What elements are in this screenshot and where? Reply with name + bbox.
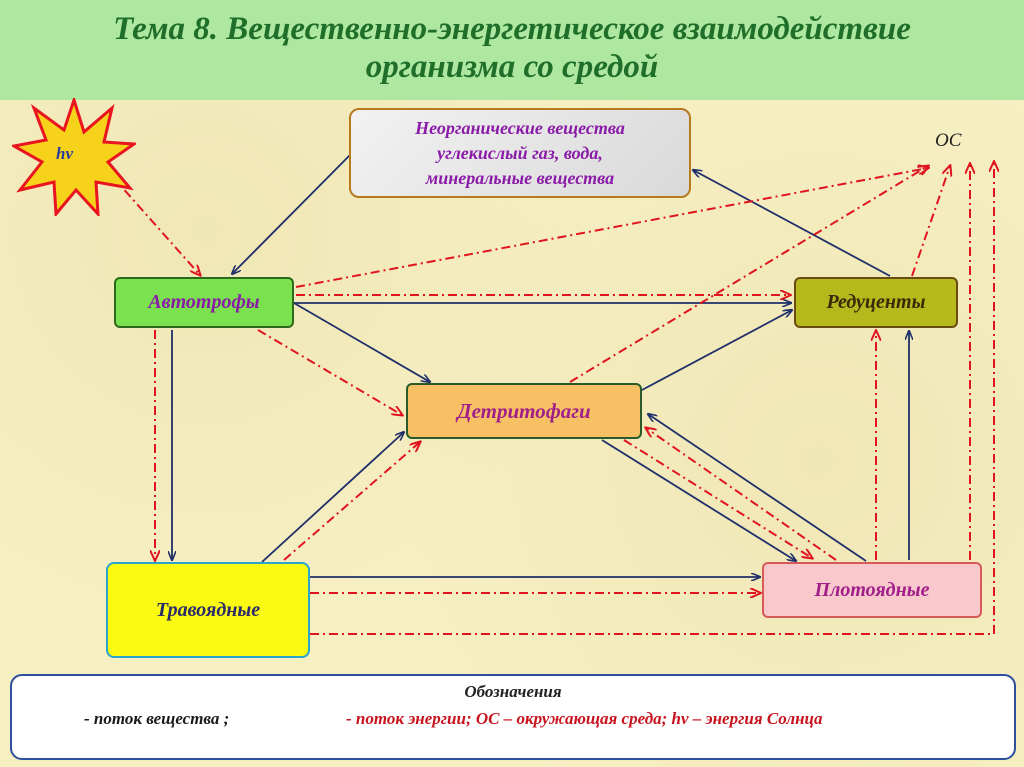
substance-flows xyxy=(172,154,909,577)
energy-herbivores-detritophages xyxy=(283,442,420,561)
energy-flows xyxy=(111,162,994,635)
flow-autotrophs-detritophages xyxy=(293,302,430,382)
legend-energy-text: - поток энергии; ОС – окружающая среда; … xyxy=(346,709,823,728)
flow-carnivores-detritophages xyxy=(648,414,867,562)
energy-detritophages-carnivores xyxy=(623,439,812,558)
flow-herbivores-detritophages xyxy=(261,432,404,563)
flow-detritophages-carnivores xyxy=(601,439,796,561)
flow-inorganic-autotrophs xyxy=(232,154,351,274)
carnivores-node: Плотоядные xyxy=(762,562,982,618)
reducers-node: Редуценты xyxy=(794,277,958,328)
title-line-2: организма со средой xyxy=(365,49,659,85)
energy-autotrophs-detritophages xyxy=(257,329,402,415)
title-line-1: Тема 8. Вещественно-энергетическое взаим… xyxy=(113,11,911,47)
autotrophs-node: Автотрофы xyxy=(114,277,294,328)
detritophages-node: Детритофаги xyxy=(406,383,642,439)
sun-energy-label: hv xyxy=(56,144,73,163)
inorganic-line-3: минеральные вещества xyxy=(425,167,615,188)
energy-sun-autotrophs xyxy=(111,175,200,275)
inorganic-line-1: Неорганические вещества xyxy=(415,117,625,138)
flow-reducers-inorganic xyxy=(693,170,891,277)
page-title: Тема 8. Вещественно-энергетическое взаим… xyxy=(0,0,1024,100)
legend-row: - поток вещества ; - поток энергии; ОС –… xyxy=(12,706,1014,736)
herbivores-node: Травоядные xyxy=(106,562,310,658)
environment-label: ОС xyxy=(935,130,962,151)
inorganic-substances-node: Неорганические вещества углекислый газ, … xyxy=(349,108,691,198)
flow-detritophages-reducers xyxy=(641,310,792,391)
energy-detritophages-os xyxy=(569,166,928,383)
legend: Обозначения - поток вещества ; - поток э… xyxy=(10,674,1016,760)
legend-substance-text: - поток вещества ; xyxy=(84,709,230,728)
inorganic-line-2: углекислый газ, вода, xyxy=(437,142,603,163)
energy-autotrophs-os xyxy=(295,168,928,288)
legend-title: Обозначения xyxy=(464,682,562,701)
star-burst-icon xyxy=(12,98,136,216)
energy-carnivores-detritophages xyxy=(646,428,837,561)
energy-herbivores-os xyxy=(310,162,994,635)
energy-reducers-os xyxy=(911,166,950,277)
